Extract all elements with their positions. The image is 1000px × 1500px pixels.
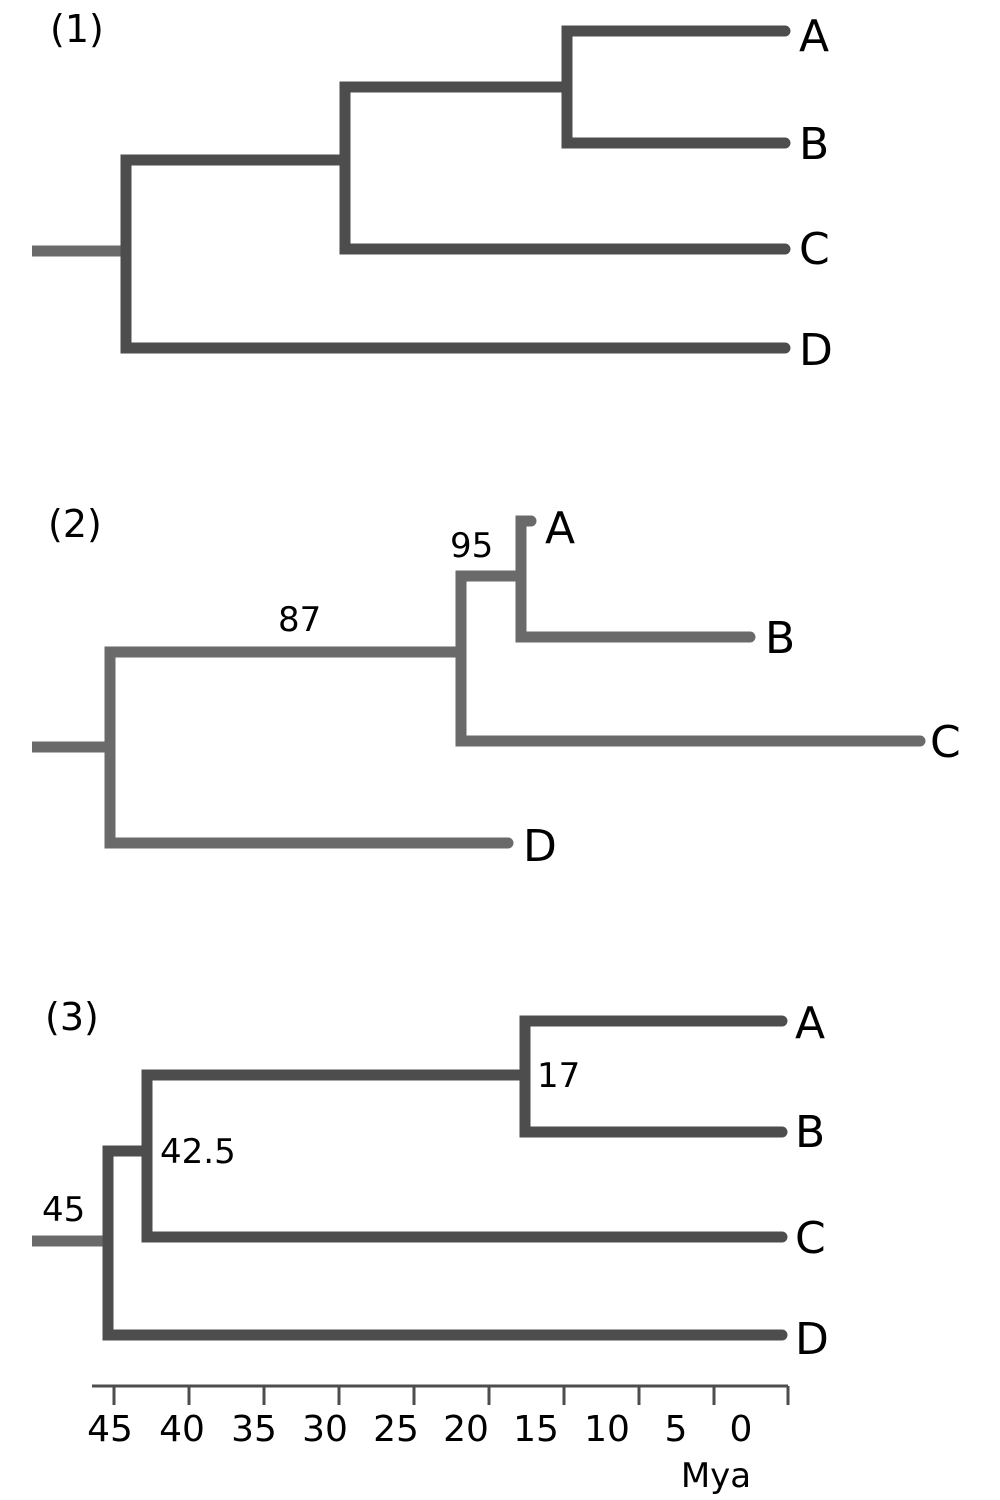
tree-1-tip-d: D: [799, 325, 833, 376]
time-axis-tick-label-30: 30: [302, 1409, 348, 1450]
time-axis-tick-label-25: 25: [373, 1409, 419, 1450]
time-axis-tick-label-5: 5: [665, 1409, 688, 1450]
tree-3-tip-c: C: [795, 1213, 826, 1264]
tree-1-branch-abc: [120, 25, 791, 354]
tree-1: (1) A B C D: [32, 7, 833, 376]
time-axis-tick-labels: 45 40 35 30 25 20 15 10 5 0: [87, 1409, 752, 1450]
tree-2-tip-b: B: [765, 613, 795, 664]
time-axis-tick-label-35: 35: [231, 1409, 277, 1450]
tree-2-branches: [104, 515, 926, 849]
time-axis-tick-label-10: 10: [584, 1409, 630, 1450]
tree-3-node-label-17: 17: [537, 1056, 580, 1096]
tree-2-node-label-95: 95: [450, 526, 493, 566]
time-axis-tick-label-20: 20: [443, 1409, 489, 1450]
tree-2-tip-c: C: [930, 717, 961, 768]
time-axis-tick-label-45: 45: [87, 1409, 133, 1450]
tree-3-node-label-45: 45: [42, 1190, 85, 1230]
tree-3-tip-b: B: [795, 1107, 825, 1158]
tree-3-panel-label: (3): [45, 995, 99, 1039]
tree-3-node-label-42-5: 42.5: [160, 1132, 236, 1172]
time-axis-tick-label-0: 0: [730, 1409, 753, 1450]
tree-3-branches: [102, 1015, 788, 1341]
tree-2-tip-d: D: [523, 821, 557, 872]
tree-3-tip-a: A: [795, 998, 825, 1049]
tree-2: (2) 87 95 A B C D: [32, 502, 961, 872]
time-axis: 45 40 35 30 25 20 15 10 5 0 Mya: [87, 1384, 790, 1496]
time-axis-tick-label-15: 15: [513, 1409, 559, 1450]
time-axis-unit-label: Mya: [681, 1456, 751, 1496]
tree-2-node-label-87: 87: [278, 600, 321, 640]
tree-1-panel-label: (1): [50, 7, 104, 51]
tree-3-tip-d: D: [795, 1314, 829, 1365]
tree-2-panel-label: (2): [48, 502, 102, 546]
tree-2-tip-a: A: [545, 503, 575, 554]
time-axis-ticks: [112, 1386, 790, 1405]
tree-1-tip-c: C: [799, 224, 830, 275]
time-axis-tick-label-40: 40: [159, 1409, 205, 1450]
tree-1-tip-a: A: [799, 11, 829, 62]
tree-3: (3) 45 42.5 17 A B C D: [32, 995, 829, 1365]
tree-1-tip-b: B: [799, 119, 829, 170]
